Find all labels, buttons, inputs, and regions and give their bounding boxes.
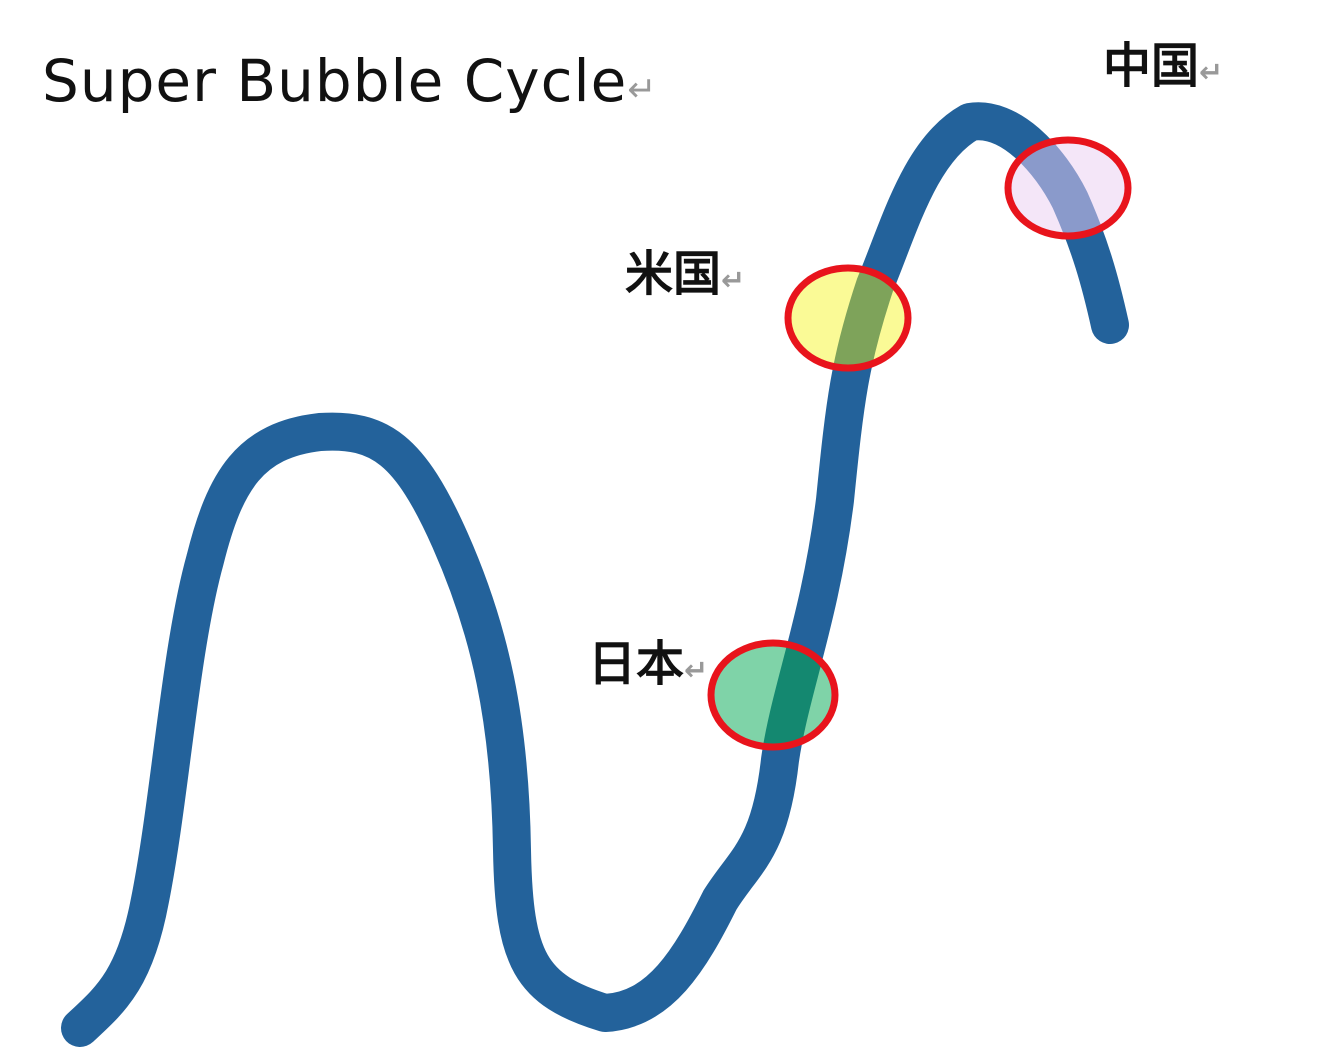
marker-ring-china [1004, 136, 1132, 240]
label-japan: 日本↵ [588, 636, 709, 692]
diagram-title: Super Bubble Cycle↵ [42, 47, 658, 115]
marker-overlap-usa [788, 268, 908, 368]
marker-ring-japan [707, 639, 839, 751]
label-usa: 米国↵ [625, 246, 746, 302]
label-china: 中国↵ [1103, 38, 1224, 94]
marker-overlap-japan [711, 643, 835, 747]
marker-overlap-china [1008, 140, 1128, 236]
cycle-curve [61, 102, 1129, 1047]
marker-ring-usa [784, 264, 912, 372]
